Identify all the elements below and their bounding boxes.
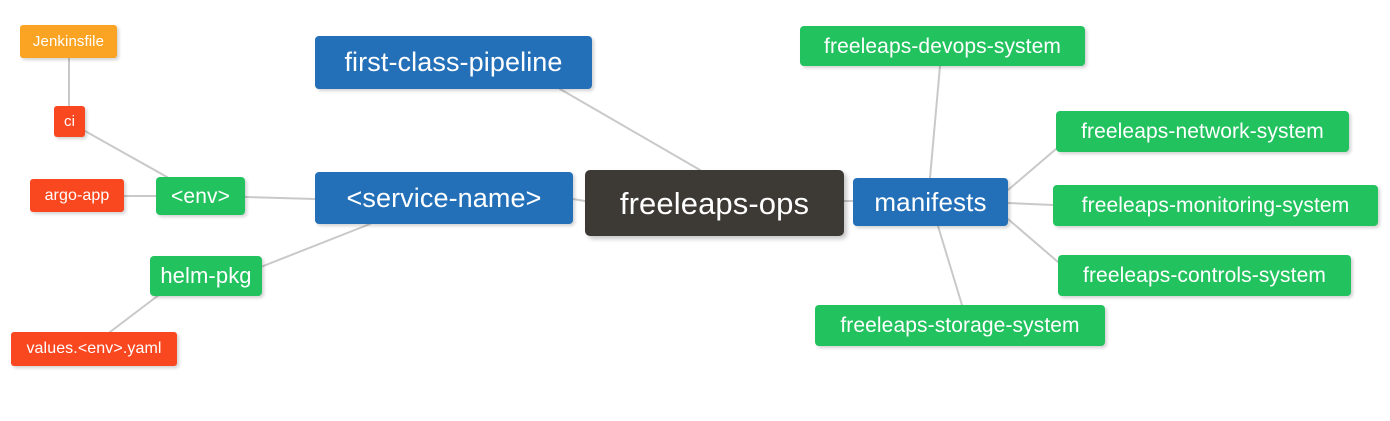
- node-env[interactable]: <env>: [156, 177, 245, 215]
- node-jenkinsfile[interactable]: Jenkinsfile: [20, 25, 117, 58]
- edge-manifests-to-freeleaps-storage-system: [937, 225, 963, 306]
- node-freeleaps-network-system[interactable]: freeleaps-network-system: [1056, 111, 1349, 152]
- edge-manifests-to-freeleaps-monitoring-system: [1007, 202, 1054, 206]
- node-argo-app[interactable]: argo-app: [30, 179, 124, 212]
- node-values-env-yaml[interactable]: values.<env>.yaml: [11, 332, 177, 366]
- edge-ci-to-env: [84, 130, 168, 178]
- node-service-name[interactable]: <service-name>: [315, 172, 573, 224]
- node-freeleaps-devops-system[interactable]: freeleaps-devops-system: [800, 26, 1085, 66]
- node-freeleaps-monitoring-system[interactable]: freeleaps-monitoring-system: [1053, 185, 1378, 226]
- edge-first-class-pipeline-to-freeleaps-ops: [559, 88, 701, 171]
- node-freeleaps-storage-system[interactable]: freeleaps-storage-system: [815, 305, 1105, 346]
- edge-service-name-to-freeleaps-ops: [572, 198, 586, 202]
- node-freeleaps-controls-system[interactable]: freeleaps-controls-system: [1058, 255, 1351, 296]
- node-first-class-pipeline[interactable]: first-class-pipeline: [315, 36, 592, 89]
- node-manifests[interactable]: manifests: [853, 178, 1008, 226]
- edge-manifests-to-freeleaps-devops-system: [929, 65, 941, 179]
- node-freeleaps-ops[interactable]: freeleaps-ops: [585, 170, 844, 236]
- edge-service-name-to-helm-pkg: [247, 223, 371, 273]
- edge-manifests-to-freeleaps-network-system: [1007, 148, 1057, 191]
- edge-manifests-to-freeleaps-controls-system: [1007, 218, 1059, 263]
- edge-env-to-service-name: [244, 196, 316, 200]
- node-helm-pkg[interactable]: helm-pkg: [150, 256, 262, 296]
- node-ci[interactable]: ci: [54, 106, 85, 137]
